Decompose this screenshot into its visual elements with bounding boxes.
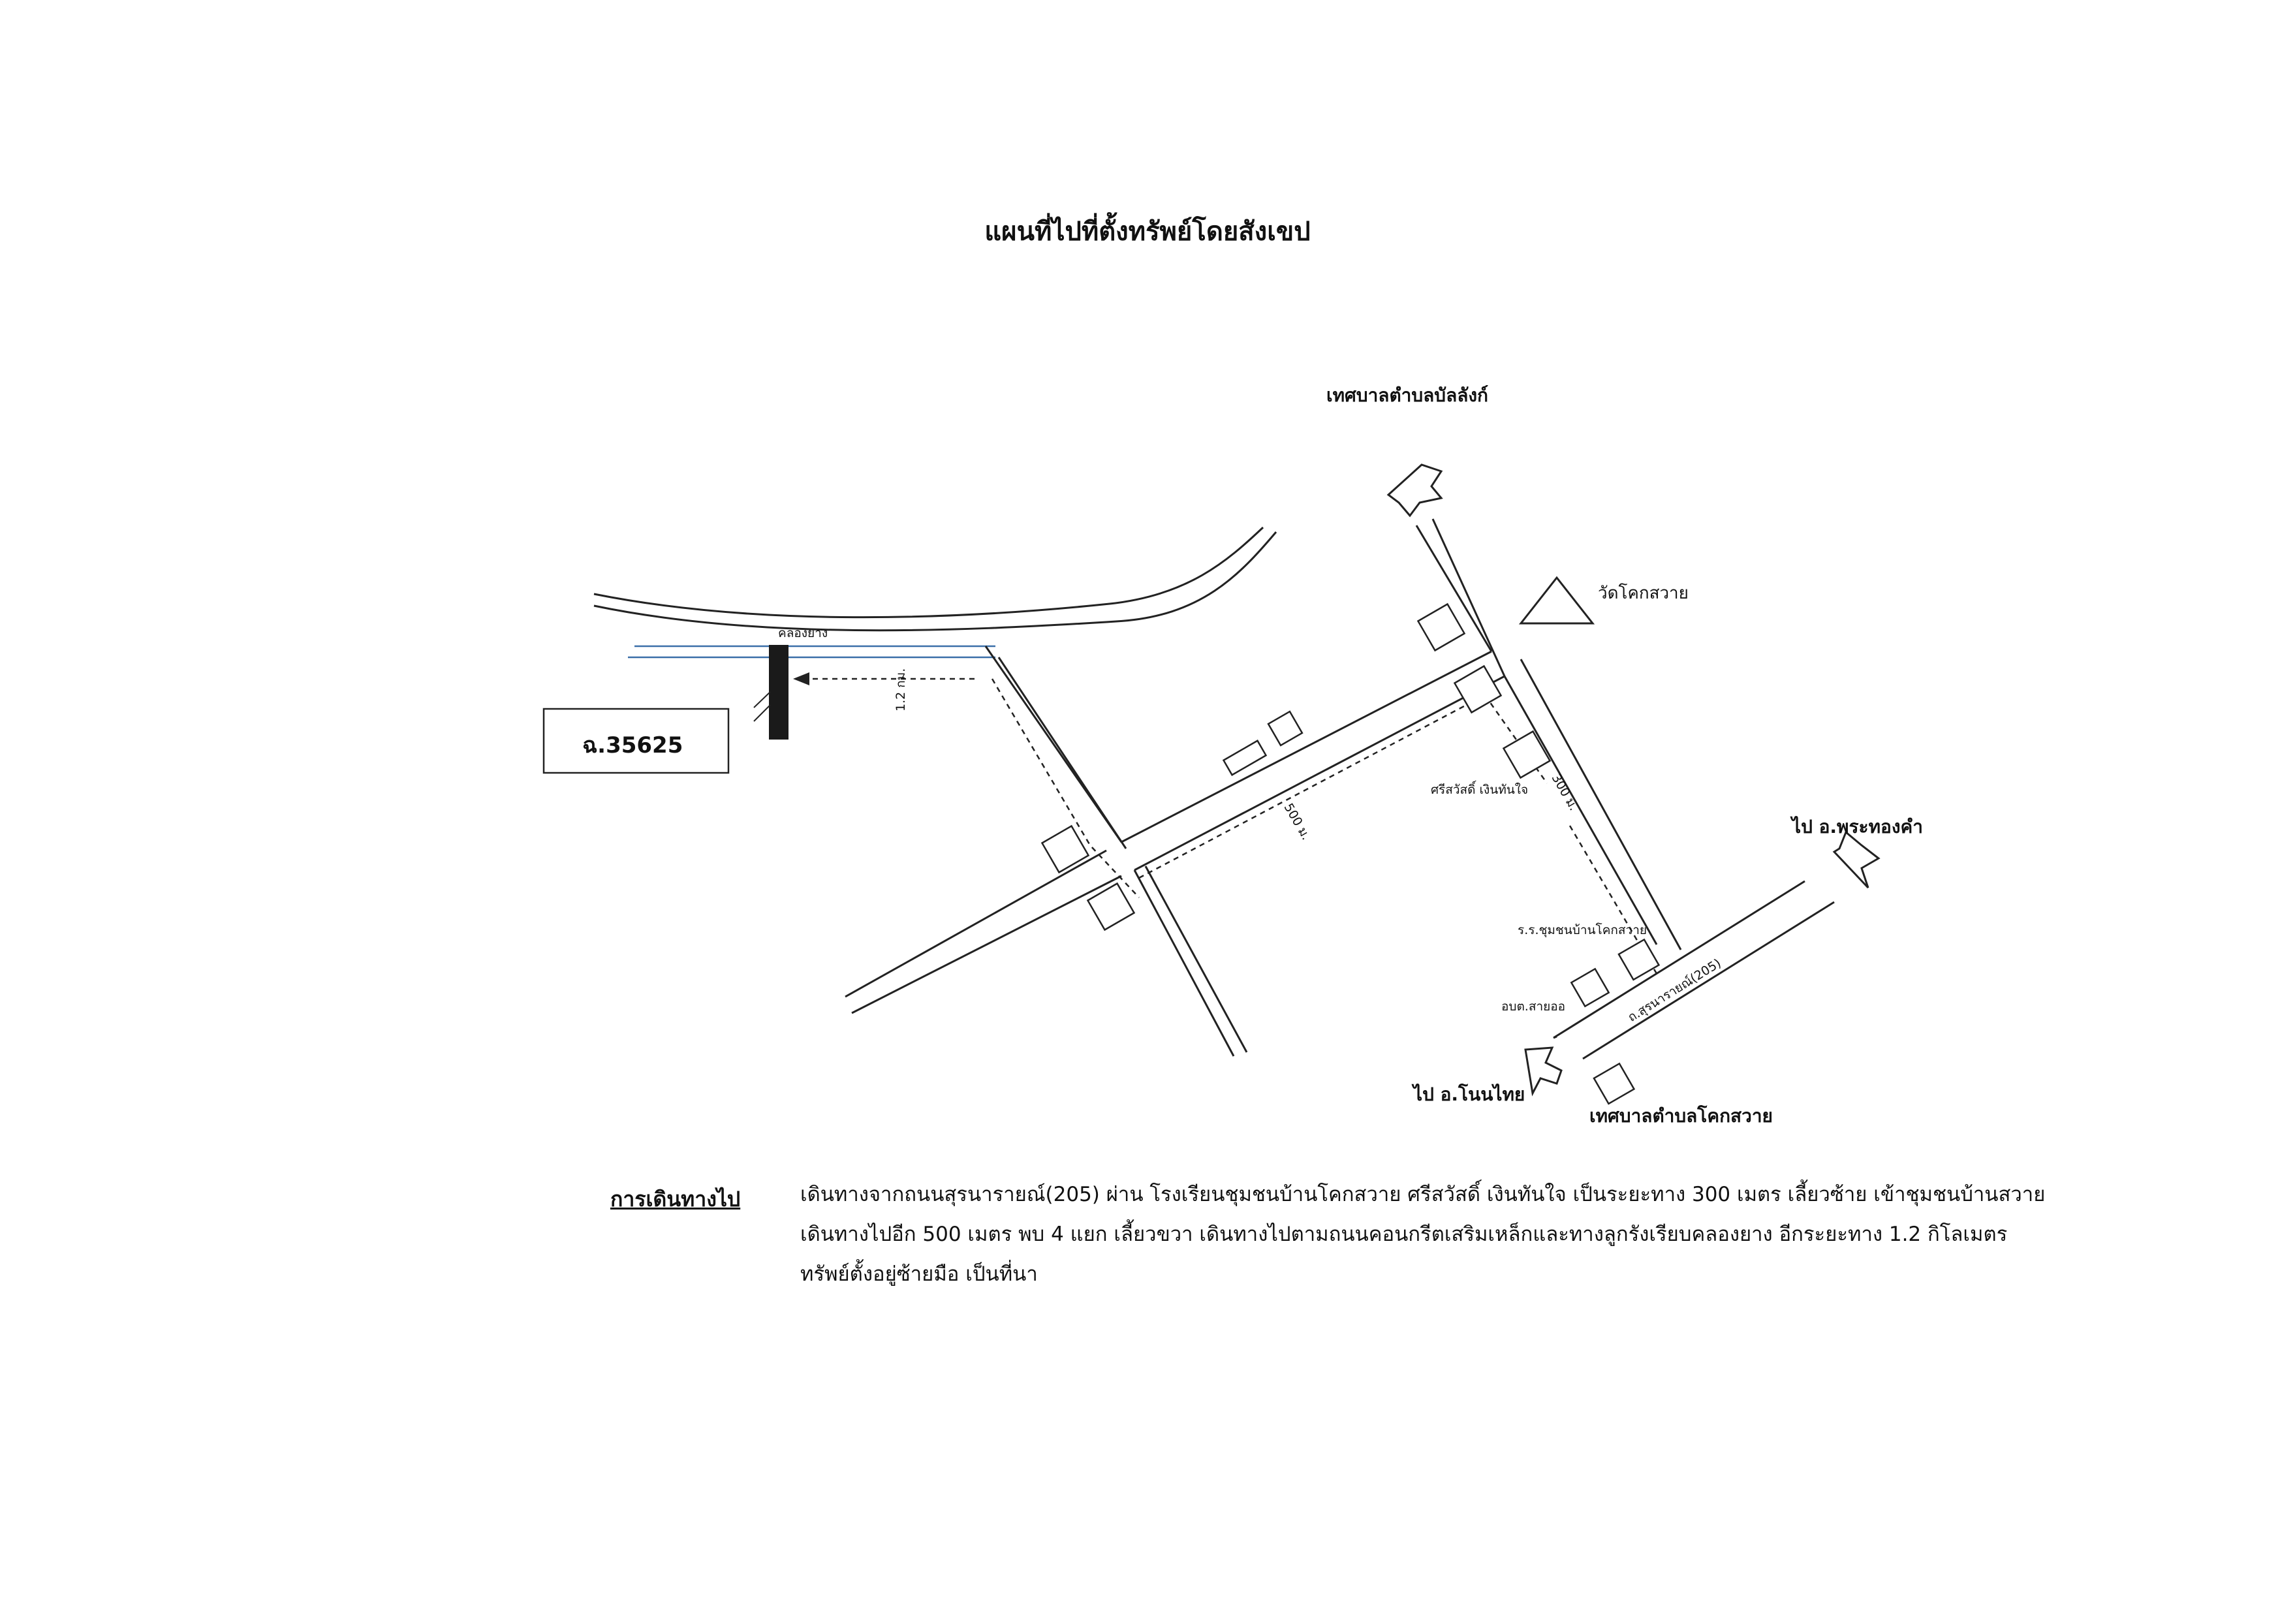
route-line: ทรัพย์ตั้งอยู่ซ้ายมือ เป็นที่นา — [800, 1262, 1038, 1286]
highway-lower — [1582, 901, 1835, 1060]
parcel-block — [769, 645, 788, 740]
building-5 — [1222, 740, 1268, 776]
road-south-1 — [1133, 869, 1235, 1057]
north-road-right — [1431, 518, 1506, 677]
north-road-cont-right — [1520, 659, 1682, 950]
parcel-pointer-1 — [753, 691, 771, 708]
building-7 — [1086, 882, 1136, 931]
arrow-southwest-icon — [1524, 1046, 1563, 1097]
label-school: ร.ร.ชุมชนบ้านโคกสวาย — [1518, 923, 1647, 937]
route-description: เดินทางจากถนนสุรนารายณ์(205) ผ่าน โรงเรี… — [800, 1175, 2046, 1294]
label-parcel-id: ฉ.35625 — [582, 732, 683, 758]
arrow-northeast-icon — [1832, 830, 1881, 889]
label-distance-1-2km: 1.2 กม. — [894, 668, 908, 711]
building-4 — [1267, 710, 1304, 747]
building-2 — [1453, 664, 1503, 714]
canal-bank-upper — [593, 526, 1264, 619]
canal-bank-lower — [593, 531, 1277, 632]
temple-triangle — [1518, 576, 1595, 625]
highway-upper — [1553, 880, 1805, 1039]
route-arrow — [793, 672, 809, 685]
building-1 — [1416, 602, 1466, 652]
building-6 — [1040, 824, 1090, 874]
label-canal: คลองยาง — [778, 626, 828, 640]
route-dash-village — [1138, 694, 1486, 879]
label-temple: วัดโคกสวาย — [1598, 584, 1689, 603]
label-sao: อบต.สายออ — [1501, 999, 1566, 1014]
building-9 — [1570, 967, 1610, 1008]
north-road-left — [1415, 525, 1493, 652]
village-road-sw-upper — [845, 849, 1107, 998]
label-to-phra-thong-kham: ไป อ.พระทองคำ — [1792, 816, 1923, 837]
village-road-sw-lower — [851, 875, 1122, 1014]
building-10 — [1593, 1062, 1636, 1105]
page-title: แผนที่ไปที่ตั้งทรัพย์โดยสังเขป — [984, 217, 1311, 247]
building-3 — [1502, 730, 1552, 779]
village-road-lower — [1134, 675, 1505, 871]
parcel-label-box — [542, 708, 730, 774]
arrow-north-icon — [1386, 463, 1443, 518]
route-line: เดินทางจากถนนสุรนารายณ์(205) ผ่าน โรงเรี… — [800, 1183, 2046, 1206]
parcel-pointer-2 — [753, 704, 771, 722]
label-south-municipality: เทศบาลตำบลโคกสวาย — [1589, 1105, 1773, 1127]
highway-sw-upper — [1553, 1035, 1557, 1039]
label-to-non-thai: ไป อ.โนนไทย — [1413, 1084, 1525, 1105]
road-south-2 — [1144, 866, 1248, 1053]
label-north-municipality: เทศบาลตำบลบัลลังก์ — [1326, 384, 1489, 406]
route-heading: การเดินทางไป — [610, 1187, 741, 1211]
north-road-cont-left — [1503, 676, 1658, 945]
route-line: เดินทางไปอีก 500 เมตร พบ 4 แยก เลี้ยวขวา… — [800, 1223, 2008, 1246]
road-canal-2 — [997, 657, 1127, 849]
village-road-upper — [1121, 650, 1492, 843]
label-shop: ศรีสวัสดิ์ เงินทันใจ — [1431, 783, 1529, 797]
building-8 — [1617, 938, 1661, 981]
